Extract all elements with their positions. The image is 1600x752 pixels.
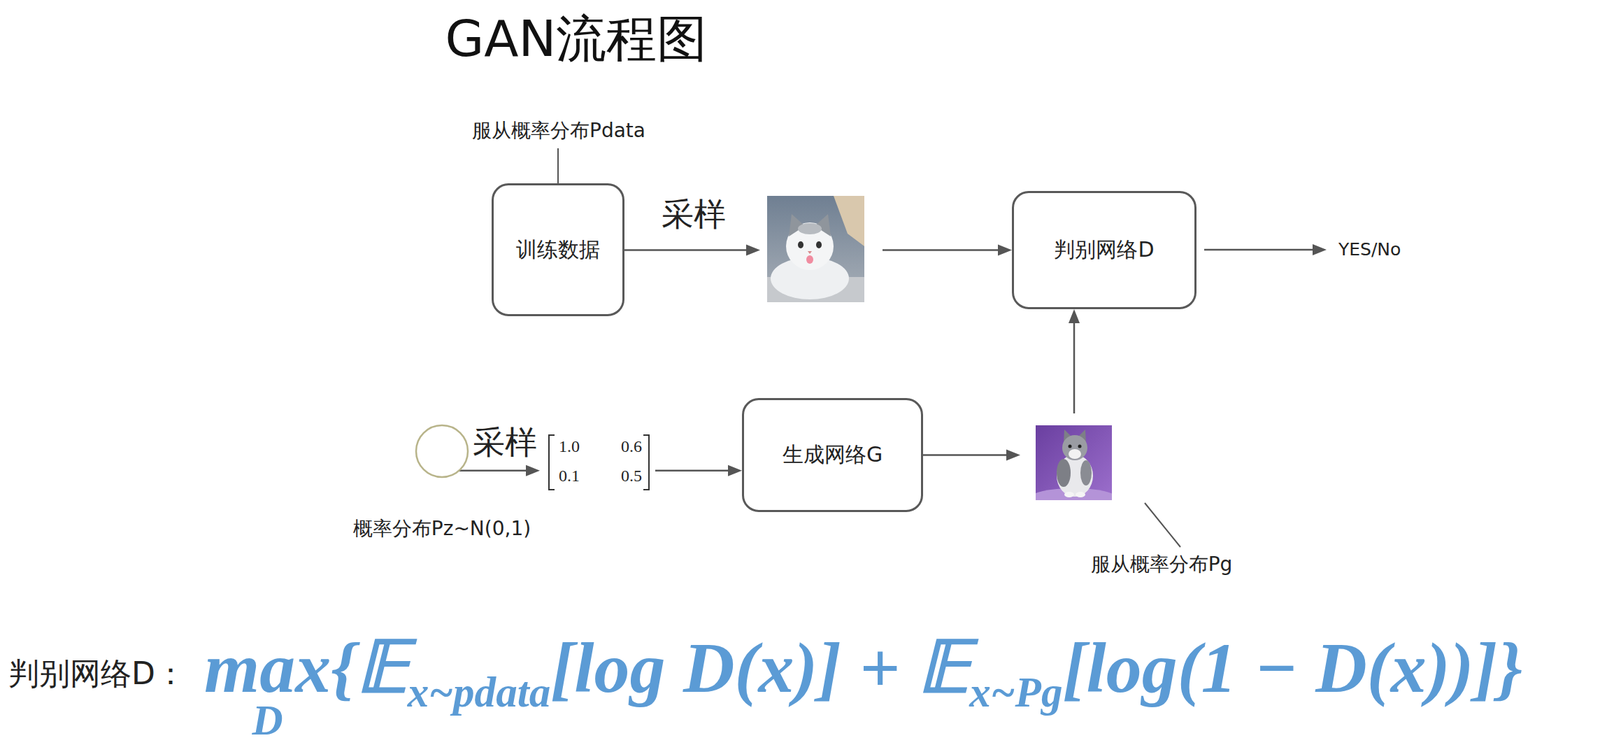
matrix-bracket xyxy=(548,434,555,490)
formula-heading: 判别网络D： xyxy=(8,655,187,692)
process-box: 判别网络D xyxy=(1011,190,1197,310)
distribution-note: 服从概率分布Pdata xyxy=(472,119,646,142)
formula-row: maxD{𝔼x~pdata[log D(x)] + 𝔼x~Pg[log(1 − … xyxy=(204,626,1523,738)
arrow-head xyxy=(727,465,742,477)
label-holder: 服从概率分布Pg xyxy=(1090,553,1233,576)
arrow-head xyxy=(746,244,761,256)
leader-line xyxy=(1144,502,1181,547)
output-label: YES/No xyxy=(1338,239,1401,261)
arrow-head xyxy=(525,465,540,477)
leader-line xyxy=(557,148,559,184)
label-holder: 判别网络D： xyxy=(8,655,187,692)
formula-term: [log D(x)] + 𝔼 xyxy=(550,627,970,707)
label-holder: YES/No xyxy=(1338,239,1401,261)
edge-label-holder: 采样 xyxy=(472,425,538,459)
arrow-head xyxy=(1006,449,1021,461)
title-holder: GAN流程图 xyxy=(445,9,708,68)
output-arrow xyxy=(1204,244,1327,256)
formula-subscript: x~pdata xyxy=(407,668,552,716)
diagram-title: GAN流程图 xyxy=(445,9,708,68)
formula-term: [log(1 − D(x))]} xyxy=(1062,627,1523,707)
flow-arrow xyxy=(458,465,742,477)
arrow-head xyxy=(1068,309,1080,324)
process-box: 训练数据 xyxy=(491,183,625,317)
node-label: 生成网络G xyxy=(782,442,883,468)
arrow-head xyxy=(997,244,1012,256)
label-holder: 0.1 xyxy=(558,466,580,487)
node-label: 判别网络D xyxy=(1053,237,1154,263)
formula-term: {𝔼 xyxy=(330,627,407,707)
generated-cat-image xyxy=(1035,425,1112,500)
distribution-note: 服从概率分布Pg xyxy=(1090,553,1233,576)
label-holder: 0.6 xyxy=(620,437,642,457)
matrix-cell: 0.5 xyxy=(620,466,642,487)
edge-label: 采样 xyxy=(661,197,726,231)
formula-subscript: x~Pg xyxy=(969,668,1063,716)
label-holder: 1.0 xyxy=(558,437,580,457)
matrix-cell: 1.0 xyxy=(558,437,580,457)
label-holder: 0.5 xyxy=(620,466,642,487)
matrix-bracket xyxy=(643,434,649,490)
edge-label-holder: 采样 xyxy=(661,197,726,231)
connector-line xyxy=(458,469,734,473)
matrix-cell: 0.6 xyxy=(620,437,642,457)
formula-subscript: D xyxy=(252,703,284,738)
formula-operator: max xyxy=(204,626,331,709)
edge-label: 采样 xyxy=(472,425,538,459)
operator-block: maxD xyxy=(204,626,331,738)
circle-outline xyxy=(414,423,470,479)
label-holder: 服从概率分布Pdata xyxy=(472,119,646,142)
real-cat-photo xyxy=(767,195,865,303)
matrix-cell: 0.1 xyxy=(558,466,580,487)
process-box: 生成网络G xyxy=(741,397,924,512)
node-label: 训练数据 xyxy=(516,237,600,263)
distribution-caption: 概率分布Pz~N(0,1) xyxy=(353,517,531,540)
